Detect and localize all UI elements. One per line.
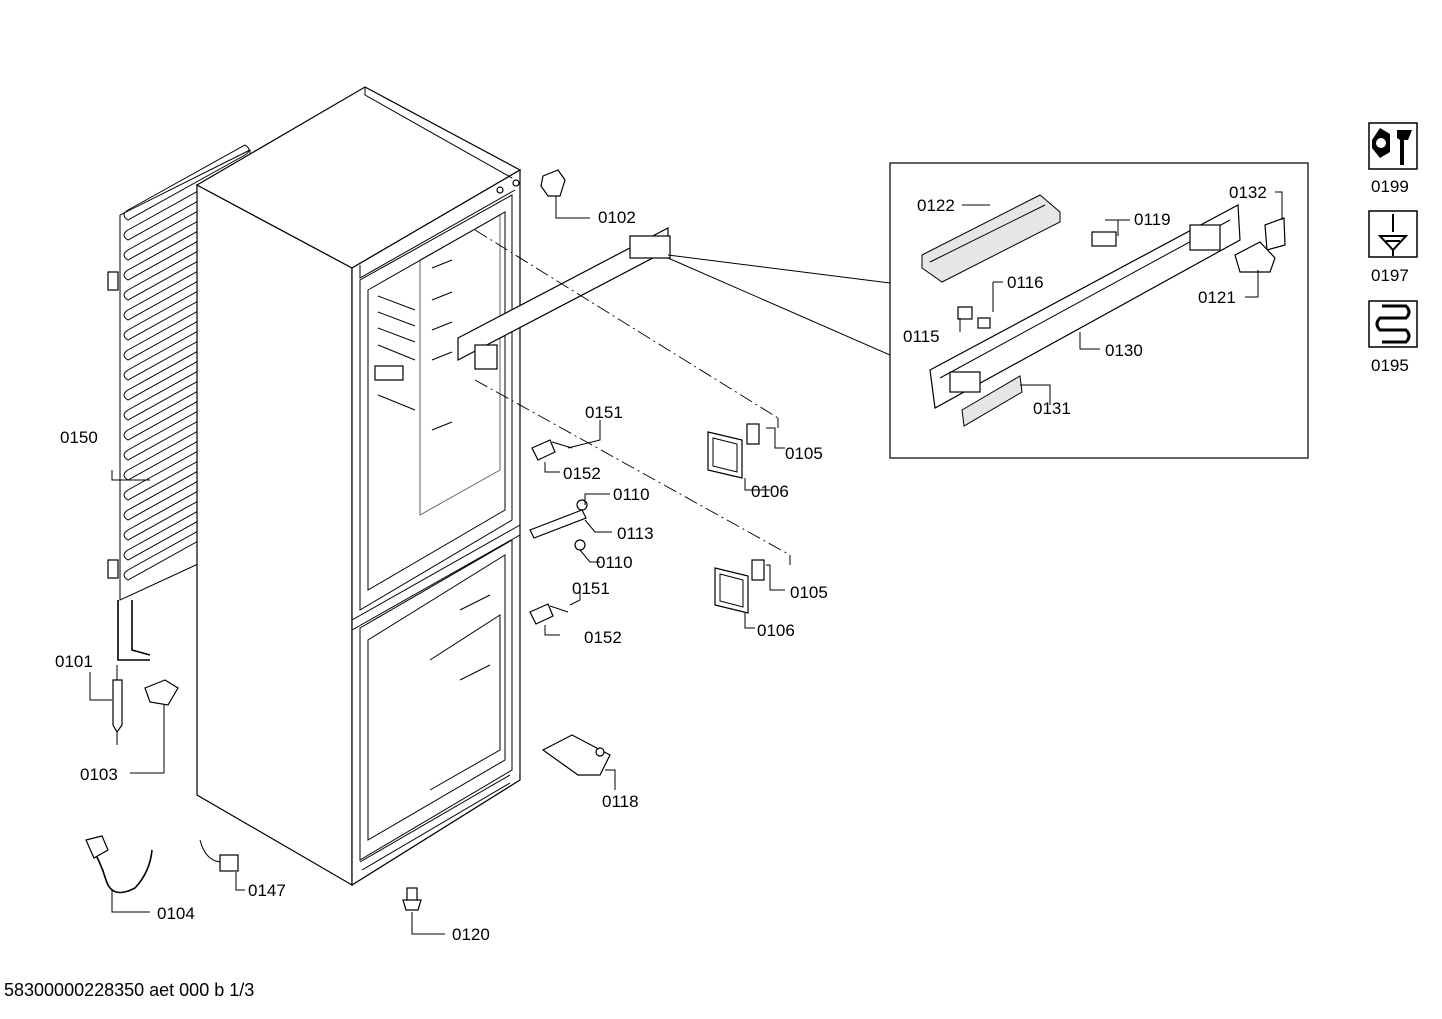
small-parts bbox=[85, 169, 765, 911]
assembly-line bbox=[474, 379, 791, 556]
part-label-0147: 0147 bbox=[248, 881, 286, 900]
part-label-0119: 0119 bbox=[1134, 210, 1171, 229]
part-label-0151-upper: 0151 bbox=[585, 403, 623, 422]
part-label-0132: 0132 bbox=[1229, 183, 1267, 202]
part-label-0110-bottom: 0110 bbox=[596, 553, 633, 572]
part-label-0131: 0131 bbox=[1033, 399, 1071, 418]
assembly-line bbox=[777, 418, 791, 565]
part-label-0150: 0150 bbox=[60, 428, 98, 447]
zoom-line bbox=[667, 254, 891, 284]
leader-lines bbox=[89, 191, 1283, 935]
detail-box bbox=[889, 162, 1309, 459]
part-label-0122: 0122 bbox=[917, 196, 955, 215]
legend-label-0195: 0195 bbox=[1371, 356, 1409, 375]
part-label-0152-lower: 0152 bbox=[584, 628, 622, 647]
part-label-0103: 0103 bbox=[80, 765, 118, 784]
control-rail bbox=[457, 227, 671, 370]
condenser-icon bbox=[1368, 300, 1418, 348]
part-label-0106-lower: 0106 bbox=[757, 621, 795, 640]
part-label-0118: 0118 bbox=[602, 792, 639, 811]
part-label-0130: 0130 bbox=[1105, 341, 1143, 360]
zoom-line bbox=[667, 257, 891, 356]
legend-label-0199: 0199 bbox=[1371, 177, 1409, 196]
part-label-0151-lower: 0151 bbox=[572, 579, 610, 598]
tools-icon bbox=[1368, 122, 1418, 170]
part-label-0105-lower: 0105 bbox=[790, 583, 828, 602]
coil-loop bbox=[123, 144, 250, 221]
part-label-0105-upper: 0105 bbox=[785, 444, 823, 463]
part-labels: 0102 0122 0119 0132 0116 0121 0115 0130 … bbox=[55, 183, 1267, 944]
part-label-0113: 0113 bbox=[617, 524, 654, 543]
part-label-0121: 0121 bbox=[1198, 288, 1236, 307]
legend-label-0197: 0197 bbox=[1371, 266, 1409, 285]
document-reference: 58300000228350 aet 000 b 1/3 bbox=[4, 980, 255, 1000]
part-label-0101: 0101 bbox=[55, 652, 93, 671]
assembly-line bbox=[474, 229, 779, 419]
part-label-0106-upper: 0106 bbox=[751, 482, 789, 501]
detail-parts bbox=[921, 194, 1286, 427]
part-label-0120: 0120 bbox=[452, 925, 490, 944]
part-label-0152-upper: 0152 bbox=[563, 464, 601, 483]
screwdriver-icon bbox=[1368, 210, 1418, 258]
fridge-cabinet bbox=[195, 86, 522, 887]
part-label-0104: 0104 bbox=[157, 904, 195, 923]
part-label-0110-top: 0110 bbox=[613, 485, 650, 504]
part-label-0102: 0102 bbox=[598, 208, 636, 227]
part-label-0116: 0116 bbox=[1007, 273, 1044, 292]
legend: 0199 0197 0195 bbox=[1368, 122, 1418, 375]
part-label-0115: 0115 bbox=[903, 327, 940, 346]
